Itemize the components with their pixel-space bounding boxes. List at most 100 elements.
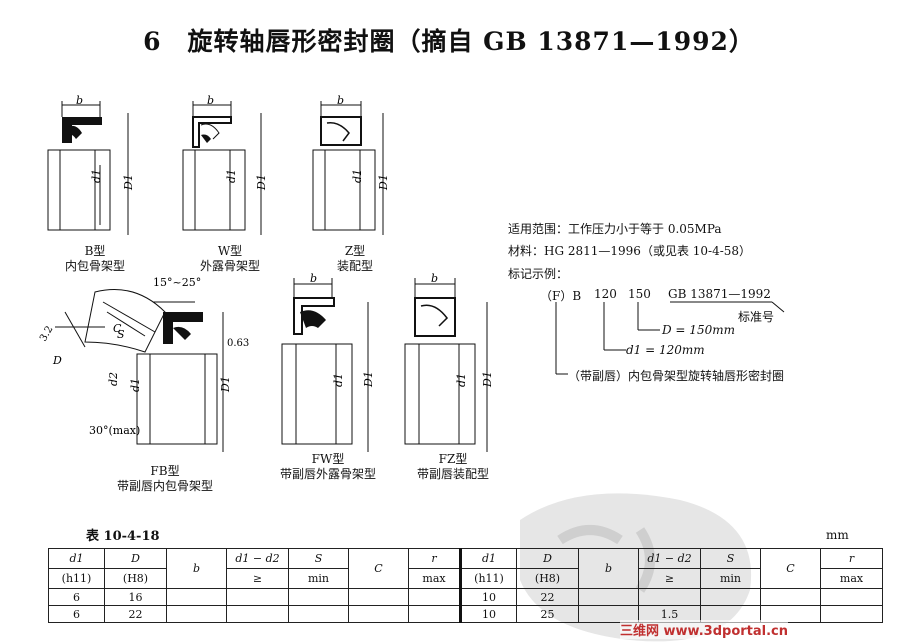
marking-type: （F）B [540,289,582,303]
svg-text:S: S [117,328,125,341]
table-cell [226,588,289,606]
spec-table: d1 D b d1 − d2 S C r d1 D b d1 − d2 S C … [48,548,883,623]
table-header-row-1: d1 D b d1 − d2 S C r d1 D b d1 − d2 S C … [48,548,883,589]
table-cell [348,605,409,623]
table-cell [820,605,883,623]
figure-w-type: b d1 D1 [182,94,268,235]
col-subheader: max [408,568,461,589]
col-header: C [760,548,821,589]
col-subheader: ≥ [226,568,289,589]
figure-fz-type: b d1 D1 [404,272,494,452]
svg-text:C: C [113,322,122,335]
figure-fw-type: b d1 D1 [281,272,375,452]
col-header: b [166,548,227,589]
svg-text:D1: D1 [481,371,494,388]
svg-text:d1: d1 [455,373,468,387]
svg-text:0.63: 0.63 [227,338,249,349]
table-cell [226,605,289,623]
col-subheader: max [820,568,883,589]
col-subheader: (h11) [48,568,105,589]
material-text: 材料：HG 2811—1996（或见表 10-4-58） [508,244,752,258]
svg-text:d1: d1 [351,169,364,183]
svg-text:D1: D1 [122,174,135,191]
col-subheader: min [288,568,349,589]
D-equation: D = 150mm [662,323,735,337]
col-subheader: (H8) [104,568,167,589]
col-subheader: (H8) [516,568,579,589]
table-cell [166,605,227,623]
marking-d1: 120 [594,287,617,301]
table-cell: 16 [104,588,167,606]
table-cell: 10 [459,588,517,606]
svg-text:b: b [337,94,344,107]
col-header: d1 − d2 [638,548,701,569]
table-cell [408,588,461,606]
col-header: d1 − d2 [226,548,289,569]
table-cell: 10 [459,605,517,623]
svg-text:15°~25°: 15°~25° [153,276,201,289]
svg-text:b: b [310,272,317,285]
svg-text:d2: d2 [107,372,120,386]
table-unit: mm [826,528,849,542]
table-cell [288,605,349,623]
table-cell: 6 [48,605,105,623]
page-title: 6 旋转轴唇形密封圈（摘自 GB 13871—1992） [143,27,755,56]
std-no-label: 标准号 [738,310,775,324]
table-cell: 22 [516,588,579,606]
col-header: b [578,548,639,589]
table-cell [288,588,349,606]
d1-equation: d1 = 120mm [626,343,705,357]
dim-b-label: b [76,94,83,107]
col-header: S [700,548,761,569]
caption-fz-type: FZ型 带副唇装配型 [416,452,489,481]
marking-std: GB 13871—1992 [668,287,771,301]
col-header: d1 [48,548,105,569]
svg-text:D1: D1 [219,376,232,393]
scope-text: 适用范围：工作压力小于等于 0.05MPa [508,222,722,236]
col-header: r [820,548,883,569]
svg-text:3.2: 3.2 [38,324,55,343]
svg-text:D1: D1 [362,371,375,388]
svg-text:d1: d1 [225,169,238,183]
table-cell [348,588,409,606]
caption-w-type: W型 外露骨架型 [199,244,260,273]
example-title: 标记示例： [508,267,569,281]
table-cell [760,588,821,606]
col-header: S [288,548,349,569]
svg-text:D1: D1 [377,174,390,191]
col-header: C [348,548,409,589]
caption-b-type: B型 内包骨架型 [64,244,125,273]
svg-text:30°(max): 30°(max) [89,424,140,437]
svg-text:d1: d1 [332,373,345,387]
table-cell [700,588,761,606]
col-subheader: ≥ [638,568,701,589]
col-subheader: (h11) [459,568,517,589]
figure-b-type: b d1 D1 [47,94,135,235]
col-header: D [516,548,579,569]
table-label: 表 10-4-18 [86,529,160,544]
table-row: 6 22 10 25 1.5 [48,605,883,623]
caption-fb-type: FB型 带副唇内包骨架型 [116,464,213,493]
watermark-text: 三维网 www.3dportal.cn [620,620,789,639]
svg-text:d1: d1 [90,169,103,183]
marking-leaders [555,301,785,375]
table-cell [578,588,639,606]
type-description: （带副唇）内包骨架型旋转轴唇形密封圈 [568,369,785,383]
table-cell: 1.5 [638,605,701,623]
marking-D: 150 [628,287,651,301]
caption-z-type: Z型 装配型 [336,244,373,273]
svg-text:D1: D1 [255,174,268,191]
table-cell: 22 [104,605,167,623]
figure-z-type: b d1 D1 [312,94,390,235]
svg-text:b: b [207,94,214,107]
col-header: r [408,548,461,569]
caption-fw-type: FW型 带副唇外露骨架型 [279,452,376,481]
col-subheader: min [700,568,761,589]
svg-text:b: b [431,272,438,285]
svg-text:d1: d1 [129,378,142,392]
table-cell [408,605,461,623]
table-cell [820,588,883,606]
table-cell [638,588,701,606]
table-cell [166,588,227,606]
figure-fb-type: 15°~25° 0.63 3.2 D S C d2 d1 D1 30°(max) [38,276,249,452]
